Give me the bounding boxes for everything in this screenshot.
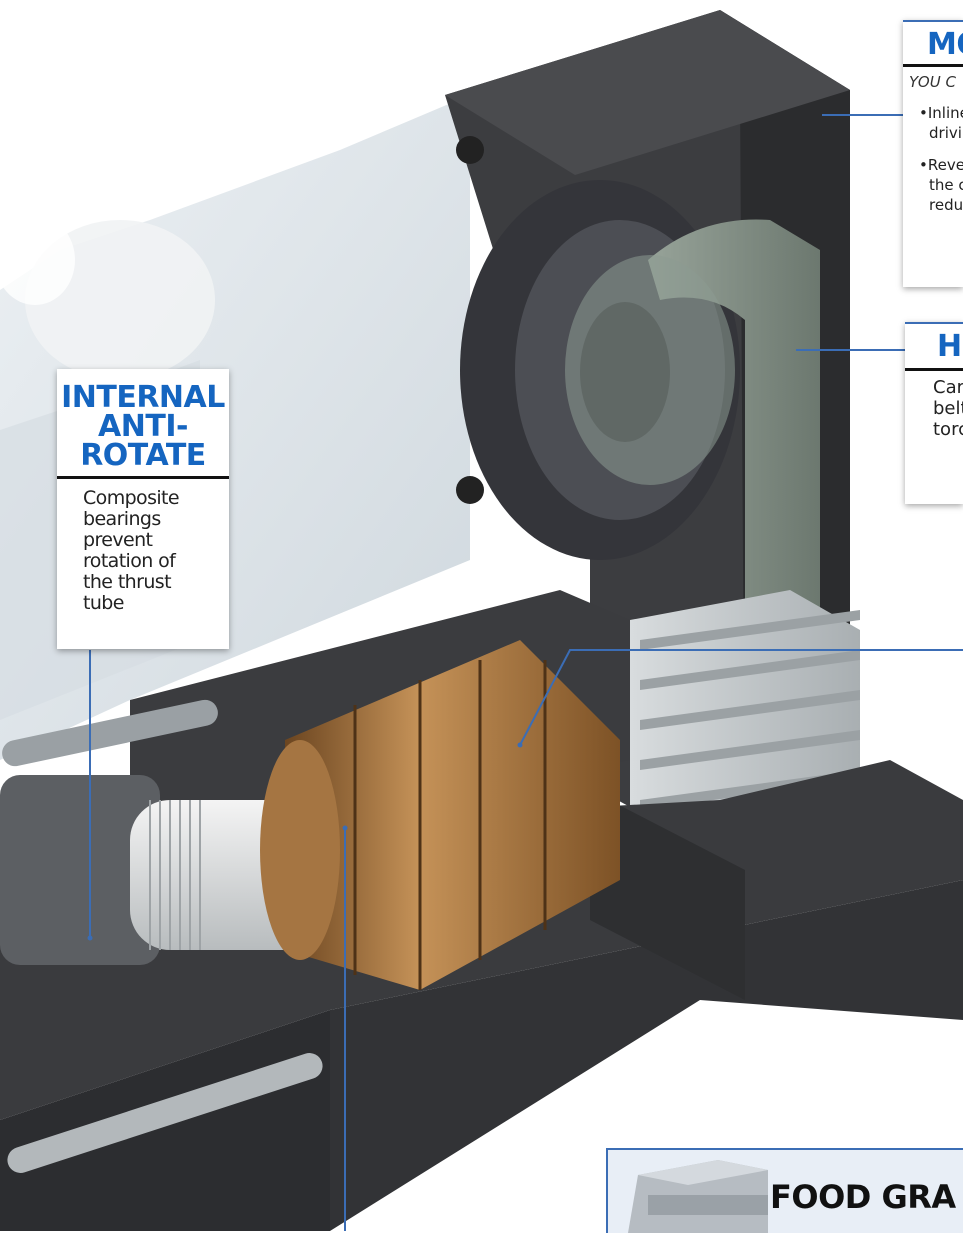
divider (903, 64, 963, 67)
thrust-tube (0, 775, 160, 965)
bullet-line: drivi (929, 124, 962, 142)
body-line: Composite (83, 487, 180, 509)
title-line: INTERNAL (61, 380, 225, 415)
callout-title: INTERNAL ANTI- ROTATE (57, 369, 229, 473)
body-line: bearings (83, 508, 161, 530)
leader-lines (89, 114, 963, 1231)
callout-title: FOOD GRA (770, 1178, 956, 1216)
divider (905, 368, 963, 371)
body-line: Car (933, 377, 963, 398)
food-grade-product-thumbnail (628, 1160, 768, 1233)
body-line: tube (83, 592, 124, 614)
guide-rod-upper (2, 699, 218, 767)
body-line: rotation of (83, 550, 176, 572)
title-line: ROTATE (80, 438, 206, 473)
body-line: the thrust (83, 571, 172, 593)
callout-body: Composite bearings prevent rotation of t… (57, 479, 229, 614)
callout-food-grade: FOOD GRA (606, 1148, 963, 1233)
bullet-line: the c (929, 176, 963, 194)
divider (57, 476, 229, 479)
title-line: ANTI- (98, 409, 188, 444)
guide-rod-lower (7, 1053, 323, 1173)
body-line: torc (933, 419, 963, 440)
callout-title: MO (927, 27, 963, 60)
bullet-line: redu (929, 196, 963, 214)
bullet-line: •Reve (919, 156, 963, 174)
upper-pulley (565, 255, 735, 485)
callout-internal-anti-rotate: INTERNAL ANTI- ROTATE Composite bearings… (57, 369, 229, 649)
callout-subtitle: YOU C (909, 73, 956, 91)
bronze-bearing-stack (260, 640, 620, 990)
bullet-line: •Inline (919, 104, 963, 122)
callout-motor: MO YOU C •Inline drivi •Reve the c redu (903, 20, 963, 287)
body-line: prevent (83, 529, 153, 551)
callout-title: HI (937, 329, 963, 362)
